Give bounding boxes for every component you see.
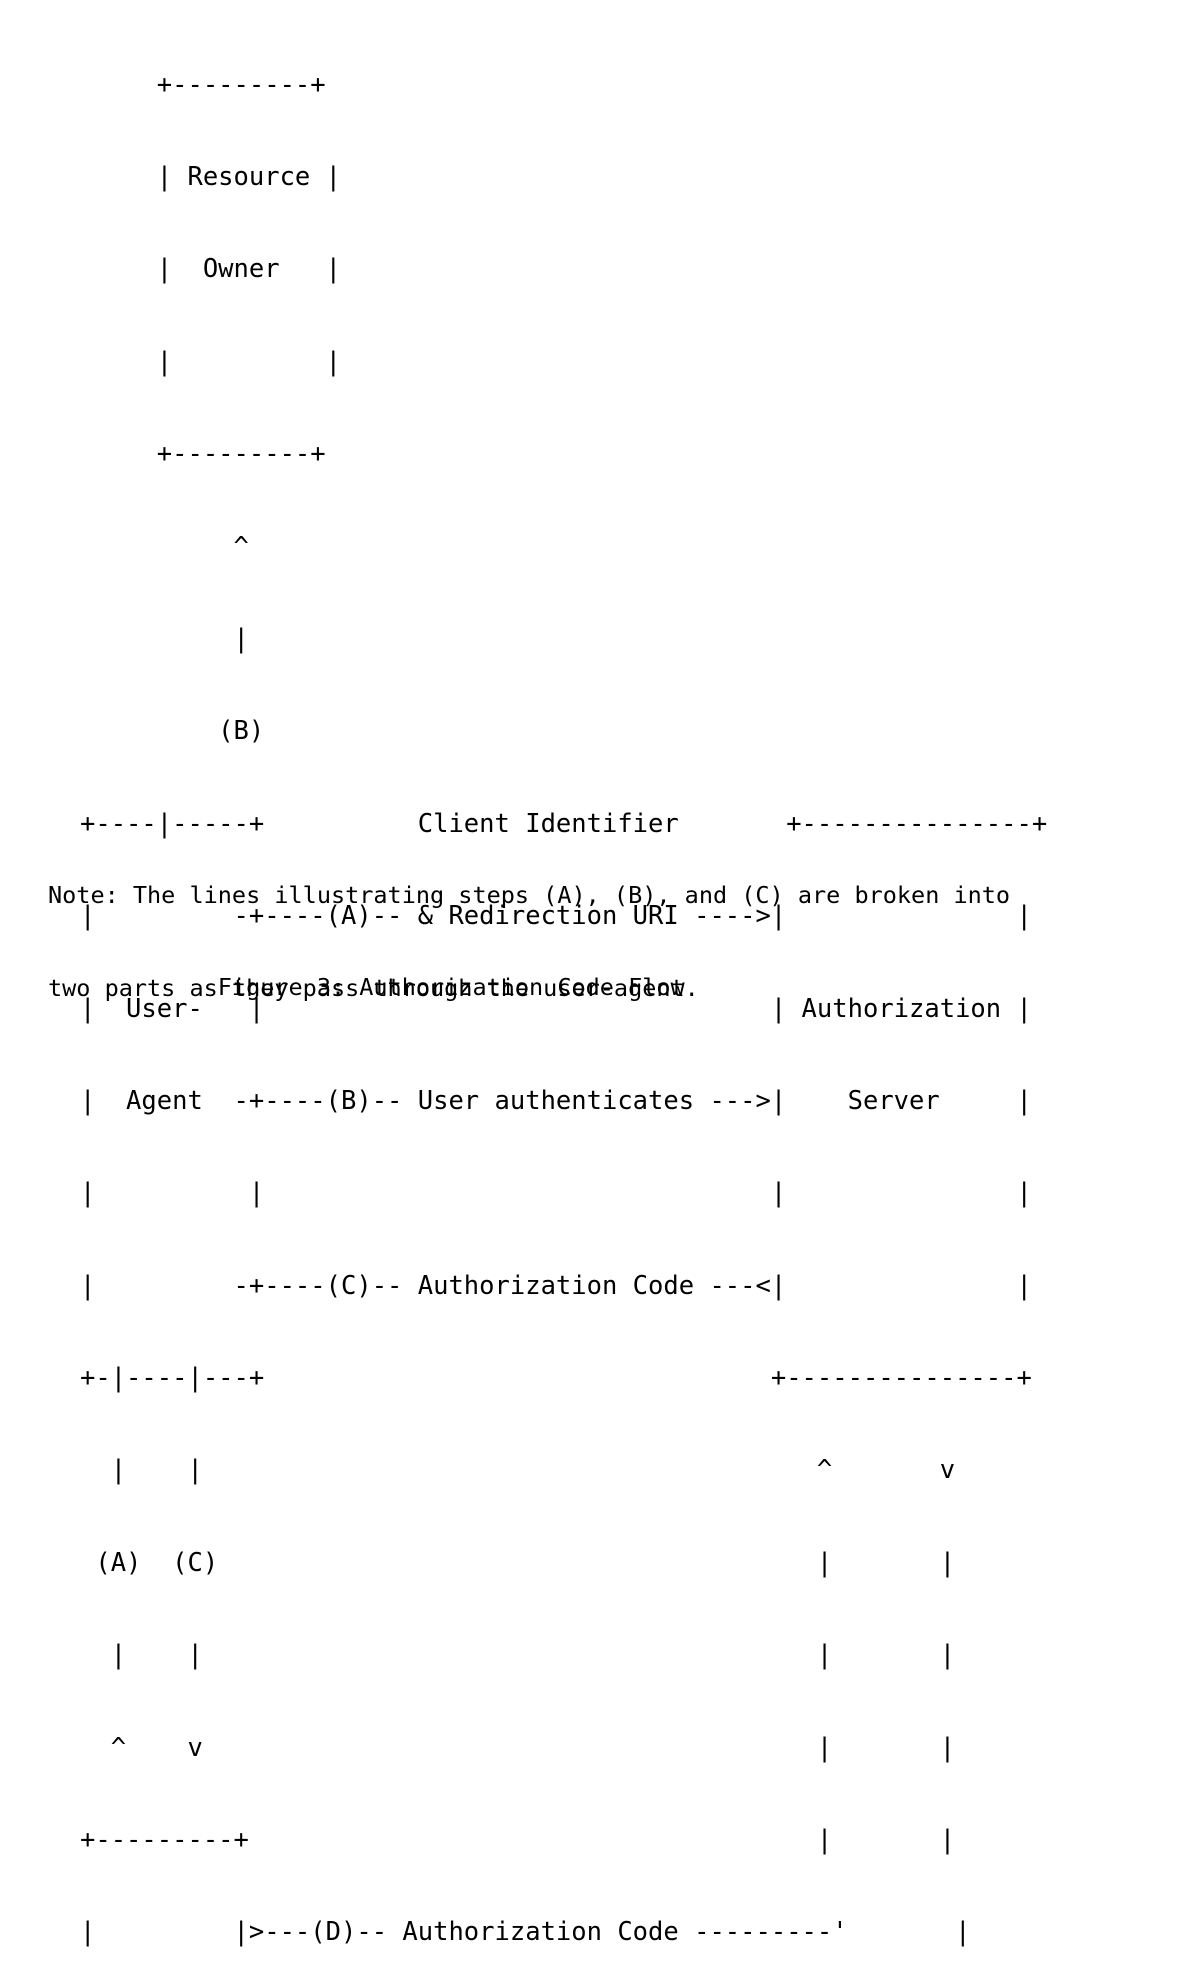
diagram-row-5: ^: [80, 531, 249, 562]
diagram-row-18: ^ v | |: [80, 1732, 956, 1763]
figure-page: +---------+ | Resource | | Owner | | | +…: [48, 69, 1048, 1948]
diagram-row-12: | | | |: [80, 1178, 1032, 1209]
diagram-row-2: | Owner |: [80, 254, 341, 285]
diagram-row-7: (B): [80, 716, 265, 747]
figure-caption-label: Figure 3: Authorization Code Flow: [217, 973, 685, 1001]
diagram-row-3: | |: [80, 346, 341, 377]
diagram-row-4: +---------+: [80, 439, 326, 470]
diagram-row-9: | -+----(A)-- & Redirection URI ---->| |: [80, 901, 1032, 932]
diagram-row-1: | Resource |: [80, 161, 341, 192]
diagram-row-14: +-|----|---+ +---------------+: [80, 1363, 1032, 1394]
diagram-row-16: (A) (C) | |: [80, 1547, 956, 1578]
figure-caption-indent: [48, 973, 218, 1001]
diagram-row-11: | Agent -+----(B)-- User authenticates -…: [80, 1085, 1032, 1116]
diagram-row-17: | | | |: [80, 1640, 956, 1671]
figure-caption: Figure 3: Authorization Code Flow: [48, 910, 685, 1065]
figure-caption-text: Figure 3: Authorization Code Flow: [48, 972, 685, 1003]
diagram-row-8: +----|-----+ Client Identifier +--------…: [80, 808, 1048, 839]
figure-note-line-1: Note: The lines illustrating steps (A), …: [48, 881, 1011, 909]
diagram-row-15: | | ^ v: [80, 1455, 956, 1486]
diagram-row-0: +---------+: [80, 69, 326, 100]
diagram-row-19: +---------+ | |: [80, 1825, 956, 1856]
figure-note: Note: The lines illustrating steps (A), …: [48, 818, 1010, 1066]
diagram-row-20: | |>---(D)-- Authorization Code --------…: [80, 1917, 971, 1948]
diagram-row-6: |: [80, 623, 249, 654]
diagram-row-13: | -+----(C)-- Authorization Code ---<| |: [80, 1270, 1032, 1301]
